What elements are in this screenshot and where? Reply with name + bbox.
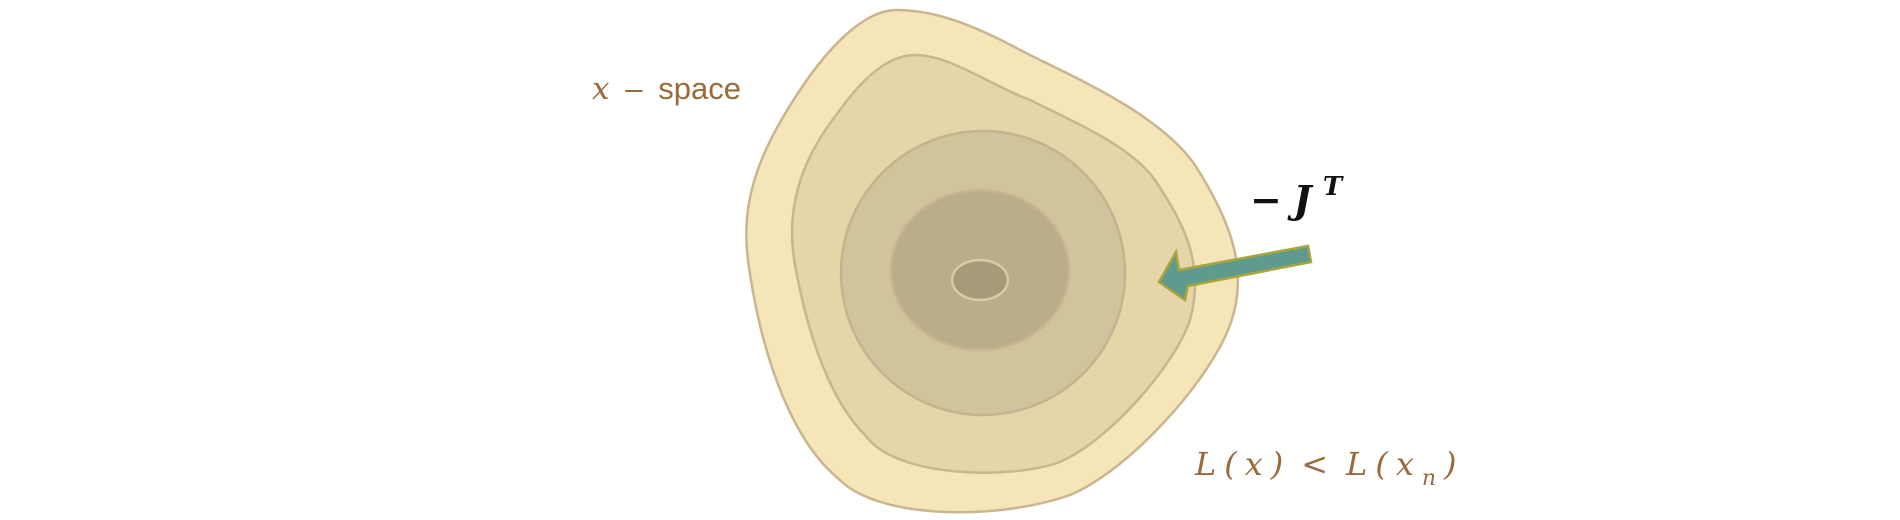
negative-jacobian-transpose-label: − J T: [1250, 172, 1344, 222]
level-set-core: [950, 258, 1010, 302]
space-label: x – space: [592, 71, 741, 107]
negative-gradient-arrow: [1157, 244, 1313, 303]
level-condition-label: L ( x ) < L ( x n ): [1194, 445, 1457, 492]
